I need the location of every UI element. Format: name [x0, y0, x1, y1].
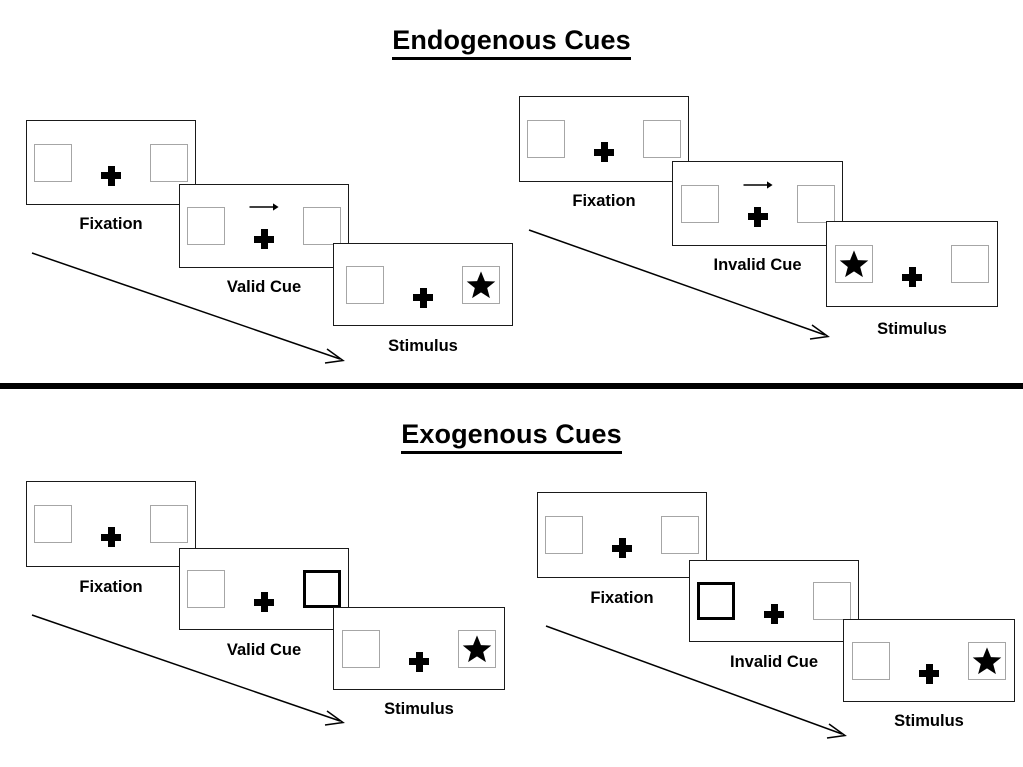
plus-icon — [747, 206, 768, 227]
stimulus-box-right — [796, 184, 835, 223]
stimulus-box-right — [951, 245, 989, 283]
panel-endogenous-invalid-fixation — [519, 96, 689, 182]
stimulus-box-right-cued — [303, 570, 341, 608]
stimulus-box-right — [150, 505, 188, 543]
arrow-right-icon — [743, 180, 773, 191]
panel-content — [180, 549, 348, 629]
fixation-centre — [406, 262, 440, 308]
stimulus-box-right — [458, 629, 496, 668]
diagonal-arrow-icon-exogenous-valid — [30, 607, 350, 732]
panel-endogenous-invalid-cue — [672, 161, 843, 246]
section-title-exogenous-text: Exogenous Cues — [401, 419, 622, 454]
diagonal-arrow-icon-endogenous-invalid — [527, 222, 837, 347]
stimulus-box-left — [545, 516, 583, 554]
panel-exogenous-invalid-stimulus — [843, 619, 1015, 702]
stimulus-box-left — [187, 207, 225, 245]
panel-content — [690, 561, 858, 641]
caption-endogenous-invalid-fixation: Fixation — [572, 192, 636, 210]
stimulus-box-left — [527, 120, 565, 158]
panel-content — [334, 244, 512, 325]
fixation-centre — [912, 638, 946, 684]
panel-content — [180, 185, 348, 267]
section-divider — [0, 383, 1023, 389]
caption-exogenous-valid-cue: Valid Cue — [226, 641, 302, 659]
stimulus-box-right — [303, 207, 341, 245]
plus-icon — [612, 538, 632, 558]
arrow-right-icon — [249, 202, 279, 213]
panel-content — [27, 121, 195, 204]
plus-icon — [413, 287, 433, 308]
stimulus-box-left — [342, 629, 380, 668]
panel-endogenous-valid-stimulus — [333, 243, 513, 326]
caption-exogenous-invalid-stimulus: Stimulus — [894, 712, 964, 730]
caption-endogenous-valid-fixation: Fixation — [79, 215, 143, 233]
panel-content — [334, 608, 504, 689]
stimulus-box-left-cued — [697, 582, 735, 620]
plus-icon — [902, 267, 922, 287]
stimulus-box-left — [346, 265, 384, 304]
star-icon — [839, 249, 869, 279]
star-icon — [466, 270, 496, 300]
diagonal-arrow-icon-exogenous-invalid — [544, 618, 854, 746]
stimulus-box-right — [150, 143, 188, 182]
fixation-centre — [895, 241, 929, 287]
plus-icon — [919, 663, 939, 684]
panel-exogenous-valid-fixation — [26, 481, 196, 567]
star-icon — [972, 646, 1002, 676]
stimulus-box-right — [643, 120, 681, 158]
panel-endogenous-invalid-stimulus — [826, 221, 998, 307]
plus-icon — [594, 142, 614, 162]
stimulus-box-left — [835, 245, 873, 283]
stimulus-box-left — [680, 184, 719, 223]
fixation-centre — [741, 180, 775, 227]
caption-exogenous-invalid-cue: Invalid Cue — [729, 653, 819, 671]
caption-exogenous-valid-fixation: Fixation — [79, 578, 143, 596]
panel-exogenous-invalid-cue — [689, 560, 859, 642]
caption-endogenous-valid-stimulus: Stimulus — [388, 337, 458, 355]
stimulus-box-right — [813, 582, 851, 620]
diagonal-arrow-icon-endogenous-valid — [30, 245, 350, 370]
star-icon — [462, 634, 492, 664]
fixation-centre — [757, 578, 791, 624]
stimulus-box-left — [852, 641, 890, 680]
stimulus-box-left — [34, 505, 72, 543]
panel-content — [673, 162, 842, 245]
plus-icon — [254, 592, 274, 612]
stimulus-box-left — [187, 570, 225, 608]
fixation-centre — [605, 512, 639, 558]
section-title-exogenous: Exogenous Cues — [0, 419, 1023, 454]
plus-icon — [101, 165, 121, 186]
panel-content — [27, 482, 195, 566]
fixation-centre — [94, 140, 128, 186]
panel-content — [520, 97, 688, 181]
plus-icon — [764, 604, 784, 624]
section-title-endogenous: Endogenous Cues — [0, 25, 1023, 60]
fixation-centre — [587, 116, 621, 162]
fixation-centre — [247, 566, 281, 612]
fixation-centre — [402, 626, 436, 672]
stimulus-box-right — [661, 516, 699, 554]
caption-endogenous-valid-cue: Valid Cue — [226, 278, 302, 296]
caption-endogenous-invalid-stimulus: Stimulus — [877, 320, 947, 338]
panel-exogenous-valid-cue — [179, 548, 349, 630]
panel-endogenous-valid-fixation — [26, 120, 196, 205]
plus-icon — [101, 527, 121, 547]
plus-icon — [409, 651, 429, 672]
caption-exogenous-invalid-fixation: Fixation — [590, 589, 654, 607]
fixation-centre — [94, 501, 128, 547]
panel-exogenous-invalid-fixation — [537, 492, 707, 578]
fixation-centre — [247, 203, 281, 249]
panel-content — [844, 620, 1014, 701]
panel-content — [538, 493, 706, 577]
caption-exogenous-valid-stimulus: Stimulus — [384, 700, 454, 718]
stimulus-box-left — [34, 143, 72, 182]
stimulus-box-right — [968, 641, 1006, 680]
panel-exogenous-valid-stimulus — [333, 607, 505, 690]
panel-content — [827, 222, 997, 306]
stimulus-box-right — [462, 265, 500, 304]
plus-icon — [254, 229, 274, 249]
caption-endogenous-invalid-cue: Invalid Cue — [713, 256, 802, 274]
section-title-endogenous-text: Endogenous Cues — [392, 25, 631, 60]
panel-endogenous-valid-cue — [179, 184, 349, 268]
